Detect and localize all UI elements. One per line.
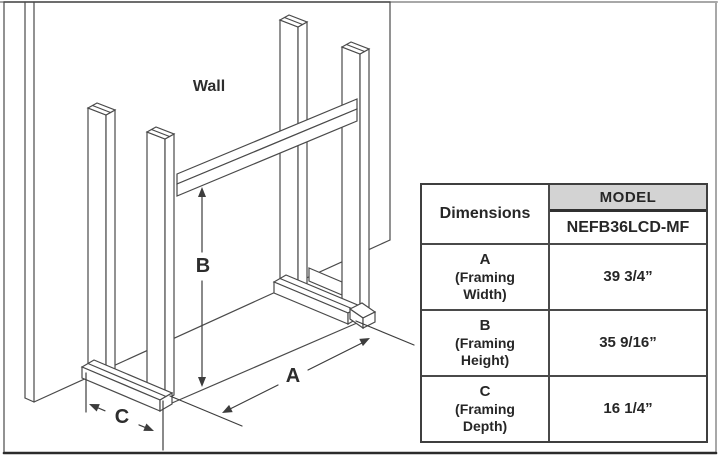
stud-left-front [145,126,176,402]
model-number: NEFB36LCD-MF [566,218,690,236]
table-row-c-value: 16 1/4” [550,375,706,441]
stud-right-back [278,14,309,298]
row-b-desc-1: (Framing [455,335,515,352]
row-a-desc-2: Width) [463,286,507,302]
row-c-letter: C [479,383,491,401]
wall-outline [3,1,391,454]
table-row-b-value: 35 9/16” [550,309,706,375]
stud-right-front [340,41,371,314]
dimension-a [169,320,415,427]
dim-label-c: C [112,406,132,428]
dim-label-a: A [283,365,303,387]
row-b-letter: B [479,317,491,335]
sill-left [80,359,174,413]
row-a-letter: A [479,251,491,269]
row-b-desc-2: Height) [460,352,510,368]
stud-left-back [86,102,117,382]
model-header-cell: MODEL NEFB36LCD-MF [550,185,706,243]
dimensions-table: Dimensions MODEL NEFB36LCD-MF A (Framing… [420,183,708,443]
model-header-label: MODEL [550,185,706,212]
front-floor-line [171,322,358,404]
header-beam [176,98,358,197]
row-a-desc-1: (Framing [455,269,515,286]
table-row-a-value: 39 3/4” [550,243,706,309]
table-row-a-label: A (Framing Width) [422,243,550,309]
wall-label: Wall [190,78,228,95]
row-c-desc-2: Depth) [462,418,508,434]
dimensions-header-cell: Dimensions [422,185,550,243]
dimension-b [198,187,206,387]
sill-right [272,274,377,330]
table-row-c-label: C (Framing Depth) [422,375,550,441]
table-row-b-label: B (Framing Height) [422,309,550,375]
dimension-c [85,372,164,451]
dim-label-b: B [193,255,213,277]
row-c-desc-1: (Framing [455,401,515,418]
